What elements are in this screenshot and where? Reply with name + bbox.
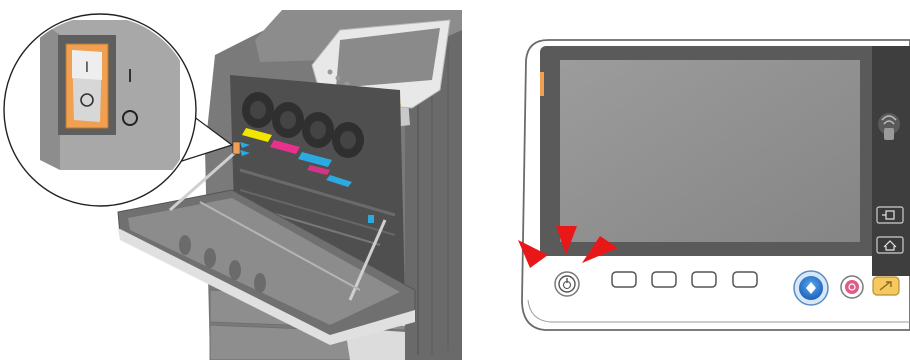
reset-button[interactable] [873,277,899,295]
power-switch-small[interactable] [233,142,240,154]
control-panel [518,40,910,330]
status-indicator [540,72,544,96]
stop-button[interactable] [841,276,863,298]
home-icon[interactable] [877,237,903,253]
touch-screen[interactable] [560,60,860,242]
start-button[interactable] [794,271,828,305]
key-3[interactable] [692,272,716,287]
key-1[interactable] [612,272,636,287]
access-key-icon[interactable] [877,207,903,223]
switch-rocker-on-symbol: I [85,60,89,76]
power-save-button[interactable] [555,272,579,296]
key-4[interactable] [733,272,757,287]
key-2[interactable] [652,272,676,287]
power-on-label: I [127,66,132,87]
